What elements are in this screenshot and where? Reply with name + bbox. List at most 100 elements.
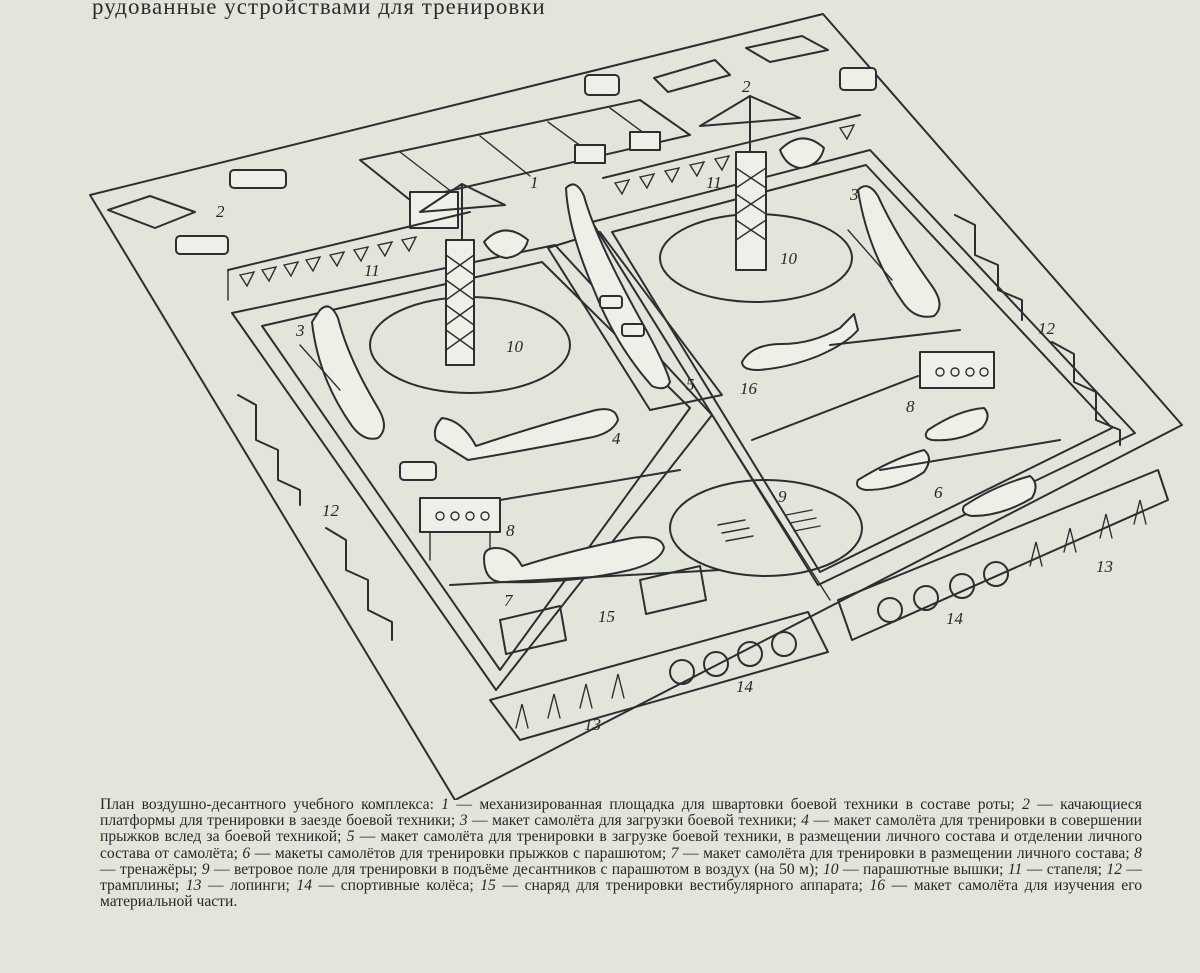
caption-item-number: 5	[341, 828, 355, 846]
caption-item-7: 7 — макет самолёта для тренировки в разм…	[666, 845, 1130, 862]
caption-item-text: — трамплины;	[100, 860, 1143, 895]
label-14-right: 14	[946, 609, 964, 628]
aircraft-mockup-3-left	[299, 305, 385, 440]
aircraft-mockup-5	[565, 183, 671, 390]
stands-row-right	[602, 114, 861, 196]
caption-item-text: — ветровое поле для тренировки в подъёме…	[209, 860, 819, 878]
sport-wheels-bottom	[669, 631, 797, 685]
training-complex-plan: 1 2 2 3 3 4 5 6 7 8 8 9 10 10 11 11 12 1…	[89, 13, 1183, 800]
figure-caption: План воздушно-десантного учебного компле…	[100, 796, 1142, 910]
label-11-left: 11	[364, 261, 380, 280]
trainer-8-left	[419, 469, 681, 561]
caption-item-number: 11	[1003, 860, 1023, 878]
caption-item-number: 8	[1129, 844, 1142, 862]
caption-item-number: 3	[455, 812, 468, 830]
label-10-right: 10	[780, 249, 798, 268]
label-8-right: 8	[906, 397, 915, 416]
caption-item-number: 14	[289, 877, 312, 895]
label-12-right: 12	[1038, 319, 1056, 338]
caption-item-text: — макет самолёта для тренировки в размещ…	[678, 844, 1130, 862]
vestibular-apparatus	[499, 565, 707, 655]
caption-item-13: 13 — лопинги;	[179, 877, 290, 894]
label-6: 6	[934, 483, 943, 502]
caption-item-text: — парашютные вышки;	[838, 860, 1004, 878]
road-line	[711, 414, 831, 601]
aircraft-mockup-16	[741, 313, 961, 371]
label-7: 7	[504, 591, 514, 610]
label-10-left: 10	[506, 337, 524, 356]
label-8-left: 8	[506, 521, 515, 540]
label-3-right: 3	[849, 185, 859, 204]
caption-item-5: 5 — макет самолёта для тренировки в загр…	[100, 828, 1142, 862]
trainer-8-right	[751, 351, 995, 441]
caption-item-number: 9	[197, 860, 210, 878]
caption-item-text: — качающиеся платформы для тренировки в …	[100, 796, 1142, 830]
caption-item-text: — спортивные колёса;	[312, 877, 474, 895]
label-11-right: 11	[706, 173, 722, 192]
aircraft-mockups-6	[856, 407, 1061, 517]
caption-item-2: 2 — качающиеся платформы для тренировки …	[100, 796, 1142, 829]
caption-item-text: — стапеля;	[1022, 860, 1102, 878]
label-13-right: 13	[1096, 557, 1113, 576]
ramps-right	[954, 214, 1121, 446]
label-15: 15	[598, 607, 615, 626]
mechanized-platform	[359, 99, 691, 229]
aircraft-mockup-4	[399, 408, 619, 481]
caption-item-9: 9 — ветровое поле для тренировки в подъё…	[197, 860, 819, 878]
caption-item-number: 10	[818, 860, 839, 878]
swinging-platforms	[107, 35, 877, 255]
caption-item-text: — макеты самолётов для тренировки прыжко…	[250, 844, 667, 862]
caption-item-11: 11 — стапеля;	[1004, 861, 1102, 878]
top-text-line: рудованные устройствами для тренировки	[92, 0, 546, 19]
loopings-bottom	[515, 673, 625, 729]
loopings-right	[1029, 499, 1147, 567]
caption-item-number: 1	[441, 796, 450, 813]
label-5: 5	[686, 375, 695, 394]
caption-item-number: 16	[862, 877, 886, 895]
caption-item-number: 4	[796, 812, 809, 830]
label-9: 9	[778, 487, 787, 506]
label-2-left: 2	[216, 202, 225, 221]
caption-item-text: — тренажёры;	[100, 860, 198, 878]
ramps-left	[237, 394, 393, 641]
label-3-left: 3	[295, 321, 305, 340]
caption-item-number: 7	[666, 844, 679, 862]
caption-item-4: 4 — макет самолёта для тренировки в сове…	[100, 812, 1142, 846]
caption-item-12: 12 — трамплины;	[100, 861, 1142, 894]
zone-right-inner	[611, 164, 1113, 573]
label-13-bottom: 13	[584, 715, 601, 734]
caption-item-number: 13	[179, 877, 202, 895]
caption-intro: План воздушно-десантного учебного компле…	[100, 796, 434, 813]
label-12-left: 12	[322, 501, 340, 520]
caption-item-number: 2	[1014, 796, 1030, 813]
caption-item-8: 8 — тренажёры;	[100, 845, 1142, 878]
strip-bottom-right	[837, 469, 1169, 641]
caption-item-14: 14 — спортивные колёса;	[289, 877, 474, 895]
sport-wheels-right	[877, 561, 1009, 623]
caption-item-text: — снаряд для тренировки вестибулярного а…	[495, 877, 863, 895]
caption-item-6: 6 — макеты самолётов для тренировки прыж…	[238, 845, 666, 862]
caption-item-1: 1 — механизированная площадка для шварто…	[441, 796, 1015, 813]
caption-legend-items: 1 — механизированная площадка для шварто…	[100, 796, 1142, 910]
caption-item-text: — лопинги;	[201, 877, 290, 895]
stands-row-left	[227, 211, 471, 301]
wind-field	[669, 479, 863, 577]
caption-item-16: 16 — макет самолёта для изучения его мат…	[100, 877, 1142, 910]
caption-item-10: 10 — парашютные вышки;	[819, 861, 1004, 878]
caption-item-text: — макет самолёта для тренировки в загруз…	[100, 828, 1142, 862]
parachute-tower-left	[369, 183, 571, 394]
parachute-tower-right	[659, 95, 853, 303]
caption-item-text: — механизированная площадка для швартовк…	[449, 796, 1015, 813]
caption-item-number: 6	[237, 844, 251, 862]
complex-boundary	[89, 13, 1183, 800]
caption-item-text: — макет самолёта для тренировки в соверш…	[100, 812, 1142, 846]
label-1: 1	[530, 173, 539, 192]
label-4: 4	[612, 429, 621, 448]
aircraft-mockup-3-right	[847, 185, 941, 318]
label-2-right: 2	[742, 77, 751, 96]
caption-item-number: 12	[1101, 860, 1122, 878]
label-14-bottom: 14	[736, 677, 754, 696]
caption-item-3: 3 — макет самолёта для загрузки боевой т…	[455, 812, 797, 830]
caption-item-text: — макет самолёта для загрузки боевой тех…	[467, 812, 797, 830]
